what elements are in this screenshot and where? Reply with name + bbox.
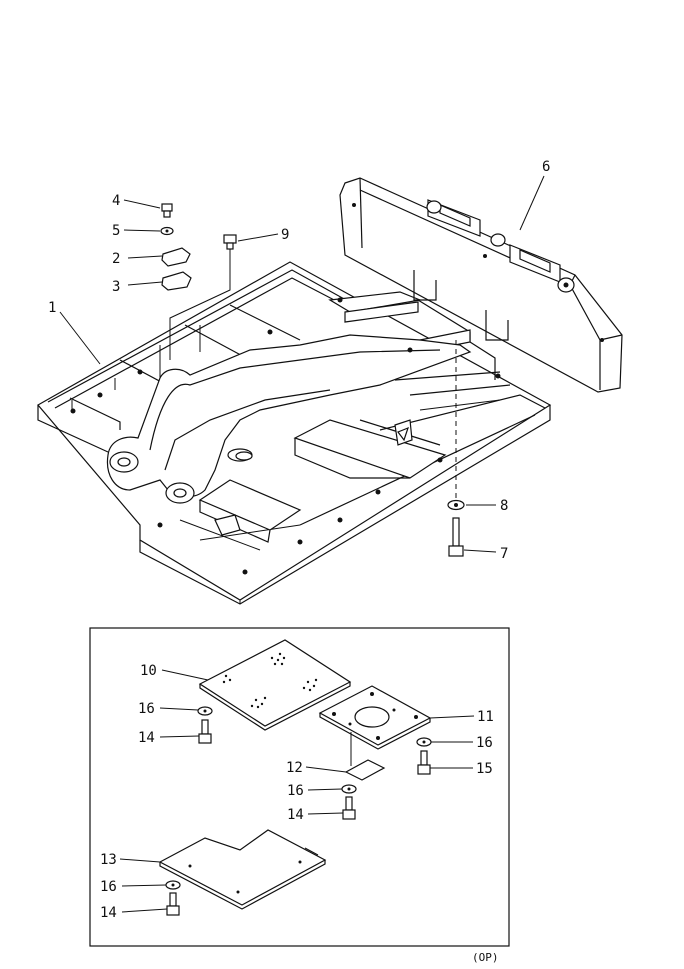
label-part-14-b: 14 (287, 807, 304, 823)
washer-16-d (165, 880, 181, 890)
label-part-7: 7 (500, 546, 508, 562)
label-part-10: 10 (140, 663, 157, 679)
label-part-6: 6 (542, 159, 550, 175)
leader-16-c (307, 788, 343, 791)
cover-plate-13 (158, 829, 327, 910)
washer-16-b (416, 737, 432, 747)
leader-4 (123, 199, 161, 209)
label-part-14-c: 14 (100, 905, 117, 921)
mounting-plate-11 (318, 685, 432, 750)
label-part-5: 5 (112, 223, 120, 239)
leader-14-c (121, 908, 168, 913)
cover-12 (344, 759, 386, 781)
label-part-16-c: 16 (287, 783, 304, 799)
inset-box (89, 627, 510, 947)
label-part-16-b: 16 (476, 735, 493, 751)
label-part-13: 13 (100, 852, 117, 868)
label-part-3: 3 (112, 279, 120, 295)
leader-2 (127, 255, 163, 259)
leader-11 (429, 715, 475, 719)
leader-10 (161, 669, 209, 681)
grease-fitting-9 (223, 234, 237, 270)
leader-9-drop (169, 270, 231, 360)
leader-6 (519, 175, 545, 231)
label-part-9: 9 (281, 227, 289, 243)
label-part-8: 8 (500, 498, 508, 514)
washer-8 (447, 499, 465, 511)
leader-5 (123, 229, 161, 232)
leader-12 (305, 766, 347, 773)
leader-16-a (159, 707, 199, 711)
label-part-12: 12 (286, 760, 303, 776)
label-part-11: 11 (477, 709, 494, 725)
label-part-16-d: 16 (100, 879, 117, 895)
bolt-15 (417, 750, 431, 775)
label-part-16-a: 16 (138, 701, 155, 717)
leader-16-d (121, 884, 167, 887)
label-part-15: 15 (476, 761, 493, 777)
bolt-14-a (198, 719, 212, 744)
label-part-4: 4 (112, 193, 120, 209)
leader-14-a (159, 735, 200, 738)
revolving-frame (37, 261, 552, 605)
washer-5 (160, 226, 174, 236)
label-part-14-a: 14 (138, 730, 155, 746)
bolt-14-c (166, 892, 180, 916)
cover-plate-10 (198, 639, 352, 731)
washer-16-a (197, 706, 213, 716)
leader-7 (463, 549, 497, 553)
label-part-2: 2 (112, 251, 120, 267)
leader-14-b (307, 812, 344, 815)
leader-3 (127, 281, 163, 286)
washer-16-c (341, 784, 357, 794)
leader-13 (119, 858, 161, 863)
bolt-7 (448, 517, 464, 557)
gasket-3 (161, 271, 192, 291)
cover-2 (161, 247, 191, 267)
leader-9 (237, 233, 279, 242)
label-part-1: 1 (48, 300, 56, 316)
leader-1 (59, 311, 101, 365)
bolt-14-b (342, 796, 356, 820)
counterweight (339, 177, 623, 393)
figure-code: (OP) (472, 951, 499, 964)
bolt-4 (161, 203, 173, 218)
